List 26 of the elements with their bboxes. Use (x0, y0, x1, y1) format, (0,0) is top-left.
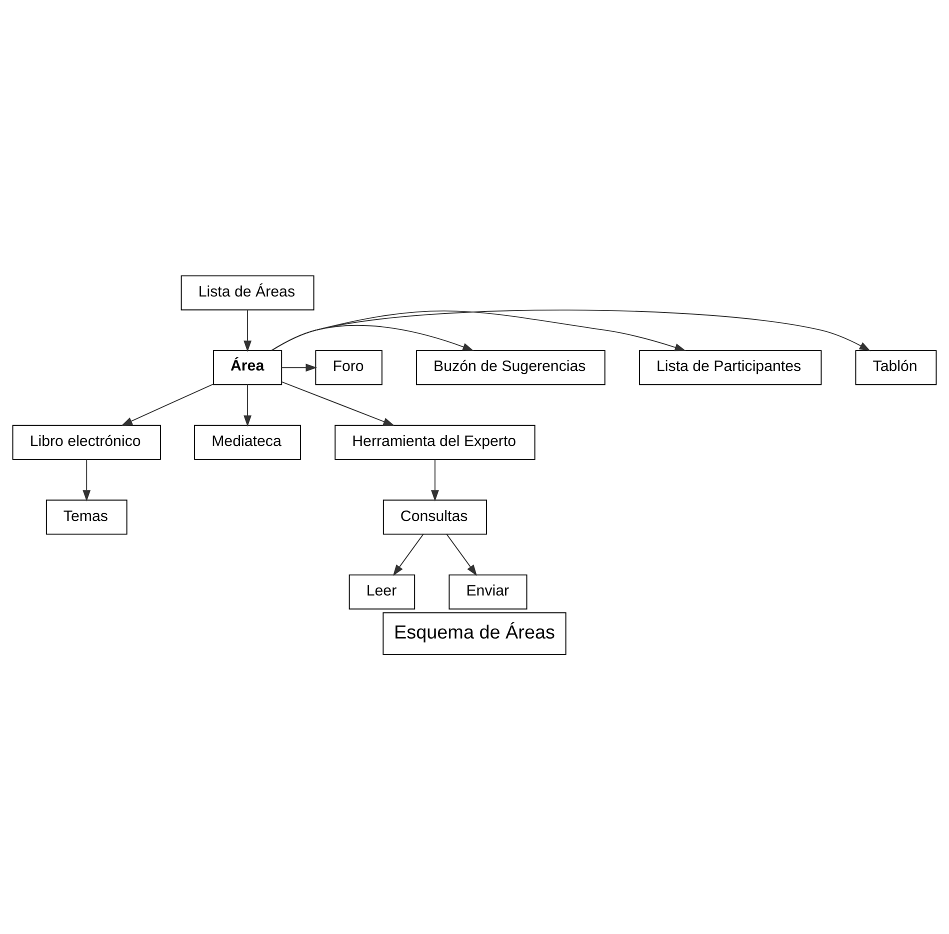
node-box: Libro electrónico (12, 424, 161, 460)
arrow (244, 309, 252, 352)
node-box: Tablón (855, 350, 937, 386)
node-box: Área (213, 350, 282, 386)
caption: Esquema de Áreas (394, 622, 555, 644)
node-box: Lista de Áreas (180, 275, 314, 310)
node-box: Consultas (382, 500, 488, 535)
node-box: Foro (315, 350, 382, 386)
arrow (446, 534, 478, 576)
arrow (82, 459, 91, 502)
arrow (121, 384, 214, 426)
arrow (281, 381, 395, 426)
node-box: Temas (46, 500, 128, 535)
node-box: Mediateca (194, 424, 302, 460)
arrow (244, 384, 252, 427)
arrow (271, 324, 474, 352)
arrow (431, 459, 439, 502)
arrow (392, 534, 424, 576)
arrow (282, 364, 318, 372)
arrow (271, 310, 871, 352)
node-box: Enviar (448, 574, 528, 610)
arrow (271, 310, 686, 352)
node-box: Herramienta del Experto (334, 424, 536, 460)
node-box: Buzón de Sugerencias (416, 350, 606, 386)
node-box: Leer (348, 574, 416, 610)
node-box: Lista de Participantes (638, 350, 822, 386)
